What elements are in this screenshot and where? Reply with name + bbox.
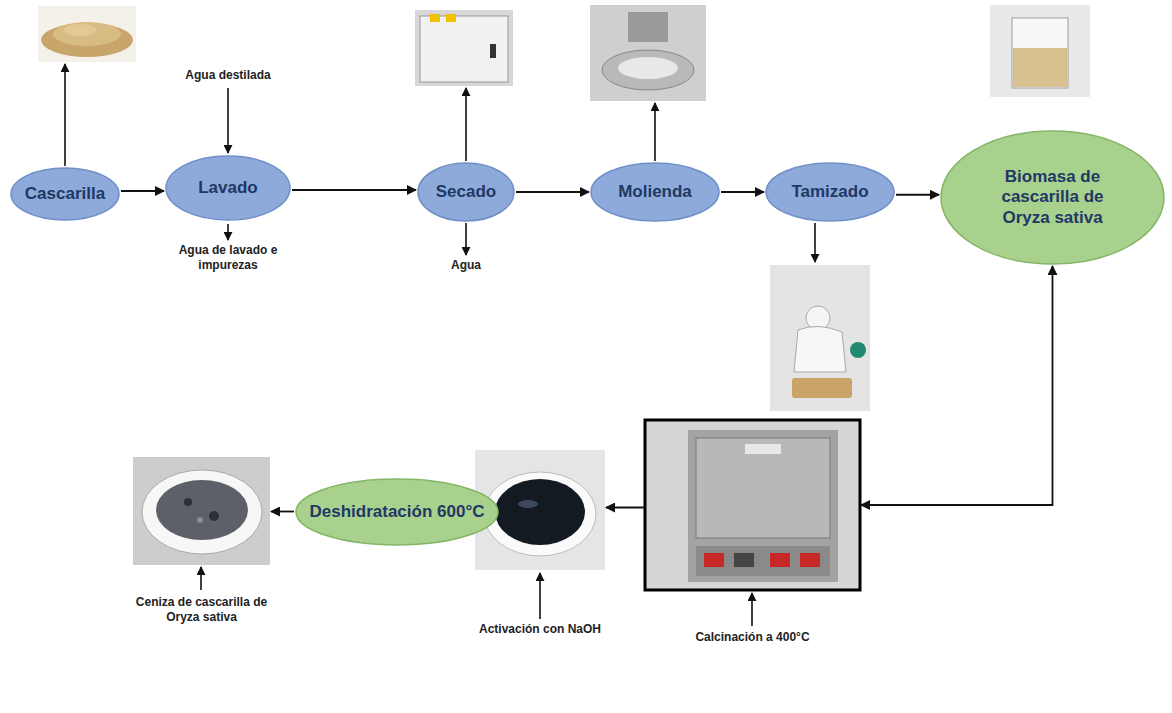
node-text-group: Cascarilla	[25, 184, 105, 204]
flow-note: Agua de lavado e impurezas	[160, 243, 296, 273]
beaker-photo	[990, 5, 1090, 97]
photo-node: Calcinación a 400°C	[645, 420, 860, 645]
flow-note: Agua destilada	[170, 68, 286, 83]
flow-arrow	[271, 511, 294, 513]
node-label: Molienda	[618, 182, 692, 202]
sieving-photo	[770, 265, 870, 411]
node-label: Secado	[436, 182, 496, 202]
husk-photo	[38, 6, 136, 62]
photo-caption: Ceniza de cascarilla de Oryza sativa	[133, 595, 270, 625]
photo-caption: Calcinación a 400°C	[645, 630, 860, 645]
node-label: Cascarilla	[25, 184, 105, 204]
process-ellipse: Biomasa de cascarilla de Oryza sativa	[940, 130, 1165, 265]
process-ellipse: Lavado	[165, 155, 291, 221]
photo-frame	[645, 420, 860, 590]
flow-arrow	[606, 507, 644, 509]
photo-node: Activación con NaOH	[475, 450, 605, 637]
flow-arrow	[516, 191, 589, 193]
process-ellipse: Molienda	[590, 162, 720, 222]
node-label: Lavado	[198, 178, 258, 198]
flow-arrow	[721, 191, 764, 193]
furnace-photo	[645, 420, 860, 590]
process-ellipse: Tamizado	[765, 162, 895, 222]
photo-node: Ceniza de cascarilla de Oryza sativa	[133, 457, 270, 625]
node-label: Deshidratación 600°C	[310, 502, 485, 522]
photo-caption: Activación con NaOH	[475, 622, 605, 637]
flow-arrow	[861, 266, 1053, 505]
process-ellipse: Deshidratación 600°C	[295, 478, 499, 546]
photo-frame	[133, 457, 270, 565]
process-ellipse: Cascarilla	[10, 167, 120, 221]
node-text-group: Secado	[436, 182, 496, 202]
process-ellipse: Secado	[417, 162, 515, 222]
node-text-group: Molienda	[618, 182, 692, 202]
node-label: Tamizado	[791, 182, 868, 202]
ash-bowl-photo	[133, 457, 270, 565]
node-text-group: Biomasa de cascarilla de Oryza sativa	[978, 167, 1128, 228]
flow-note: Agua	[436, 258, 496, 273]
node-text-group: Tamizado	[791, 182, 868, 202]
flow-arrow	[121, 190, 164, 192]
mill-photo	[590, 5, 706, 101]
node-label: Biomasa de cascarilla de Oryza sativa	[978, 167, 1128, 228]
node-text-group: Deshidratación 600°C	[310, 502, 485, 522]
side-arrows	[65, 64, 815, 626]
flow-arrow	[292, 189, 416, 191]
node-text-group: Lavado	[198, 178, 258, 198]
flow-arrow	[896, 194, 939, 196]
oven-photo	[415, 10, 513, 86]
